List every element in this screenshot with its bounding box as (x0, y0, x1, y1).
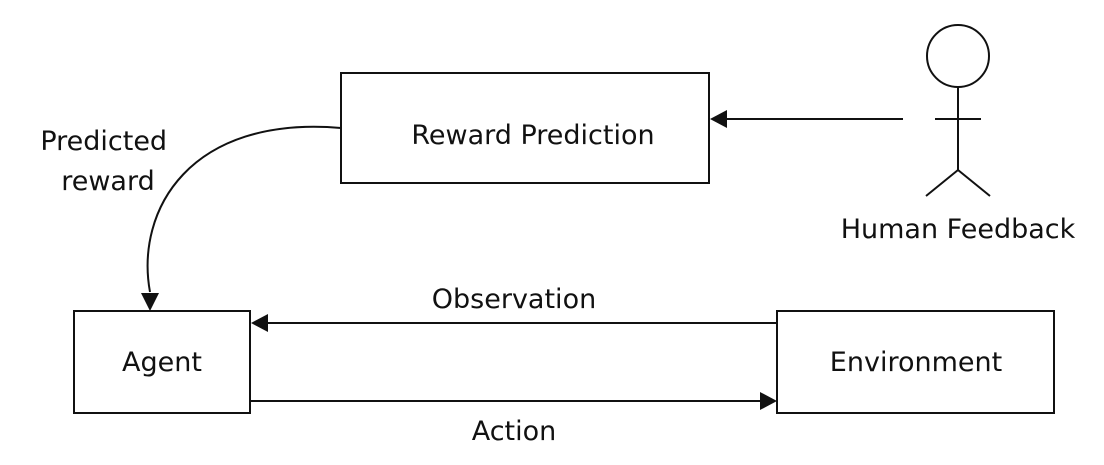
observation-arrow-head (251, 314, 268, 332)
reward-prediction-node: Reward Prediction (340, 72, 710, 184)
human-left-leg (925, 169, 959, 197)
predicted-reward-line-1: Predicted (40, 126, 167, 157)
human-head (926, 24, 990, 88)
human-feedback-label: Human Feedback (841, 214, 1076, 245)
feedback-arrow (710, 110, 903, 128)
predicted-reward-head (141, 293, 159, 311)
reward-prediction-box (340, 72, 710, 184)
agent-label: Agent (122, 347, 202, 378)
environment-box (776, 310, 1055, 414)
feedback-arrow-head (710, 110, 727, 128)
action-arrow-head (760, 392, 777, 410)
action-arrow (250, 392, 777, 410)
environment-node: Environment (776, 310, 1055, 414)
predicted-reward-curve (146, 125, 342, 293)
predicted-reward-line-2: reward (61, 166, 155, 197)
human-figure-icon (925, 24, 991, 197)
human-right-leg (957, 169, 991, 197)
agent-node: Agent (73, 310, 251, 414)
action-label: Action (472, 416, 557, 447)
observation-arrow (251, 314, 777, 332)
agent-box (73, 310, 251, 414)
predicted-reward-arrow (141, 125, 342, 311)
reward-prediction-label: Reward Prediction (411, 120, 654, 151)
predicted-reward-label: Predicted reward (40, 126, 175, 197)
observation-label: Observation (432, 284, 596, 315)
environment-label: Environment (830, 347, 1002, 378)
